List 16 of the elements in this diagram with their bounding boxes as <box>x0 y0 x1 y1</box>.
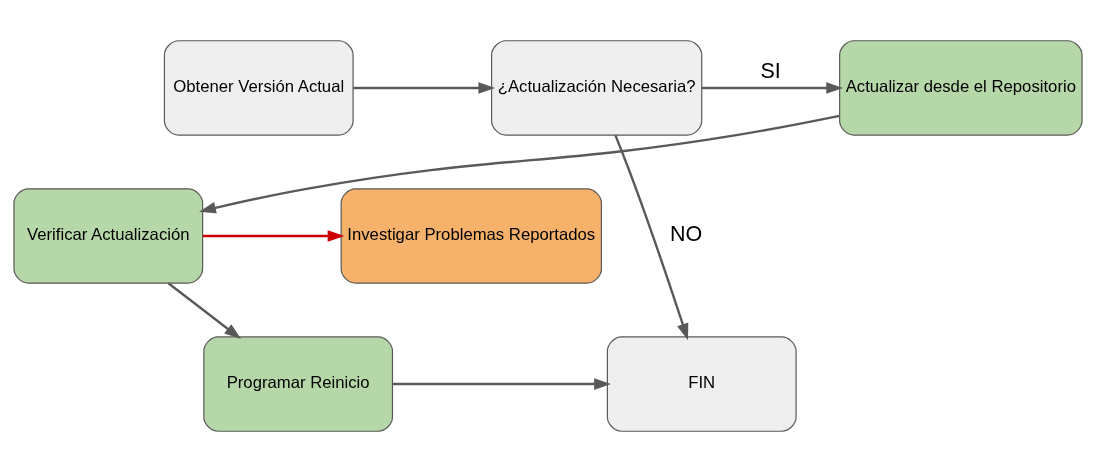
node-box: Verificar Actualización <box>13 188 204 284</box>
node-box: Actualizar desde el Repositorio <box>839 40 1083 136</box>
node-box: ¿Actualización Necesaria? <box>491 40 703 136</box>
arrow <box>167 282 242 340</box>
node-box: Investigar Problemas Reportados <box>340 188 603 284</box>
arrow <box>353 82 496 94</box>
edge-label: NO <box>670 222 703 247</box>
arrow <box>702 82 843 94</box>
node-box: FIN <box>606 336 797 432</box>
node-box: Obtener Versión Actual <box>163 40 354 136</box>
edge-label: SI <box>760 58 781 83</box>
arrow <box>199 114 840 214</box>
arrow <box>202 230 345 242</box>
arrow <box>614 134 689 341</box>
arrow <box>392 378 611 390</box>
node-box: Programar Reinicio <box>203 336 394 432</box>
